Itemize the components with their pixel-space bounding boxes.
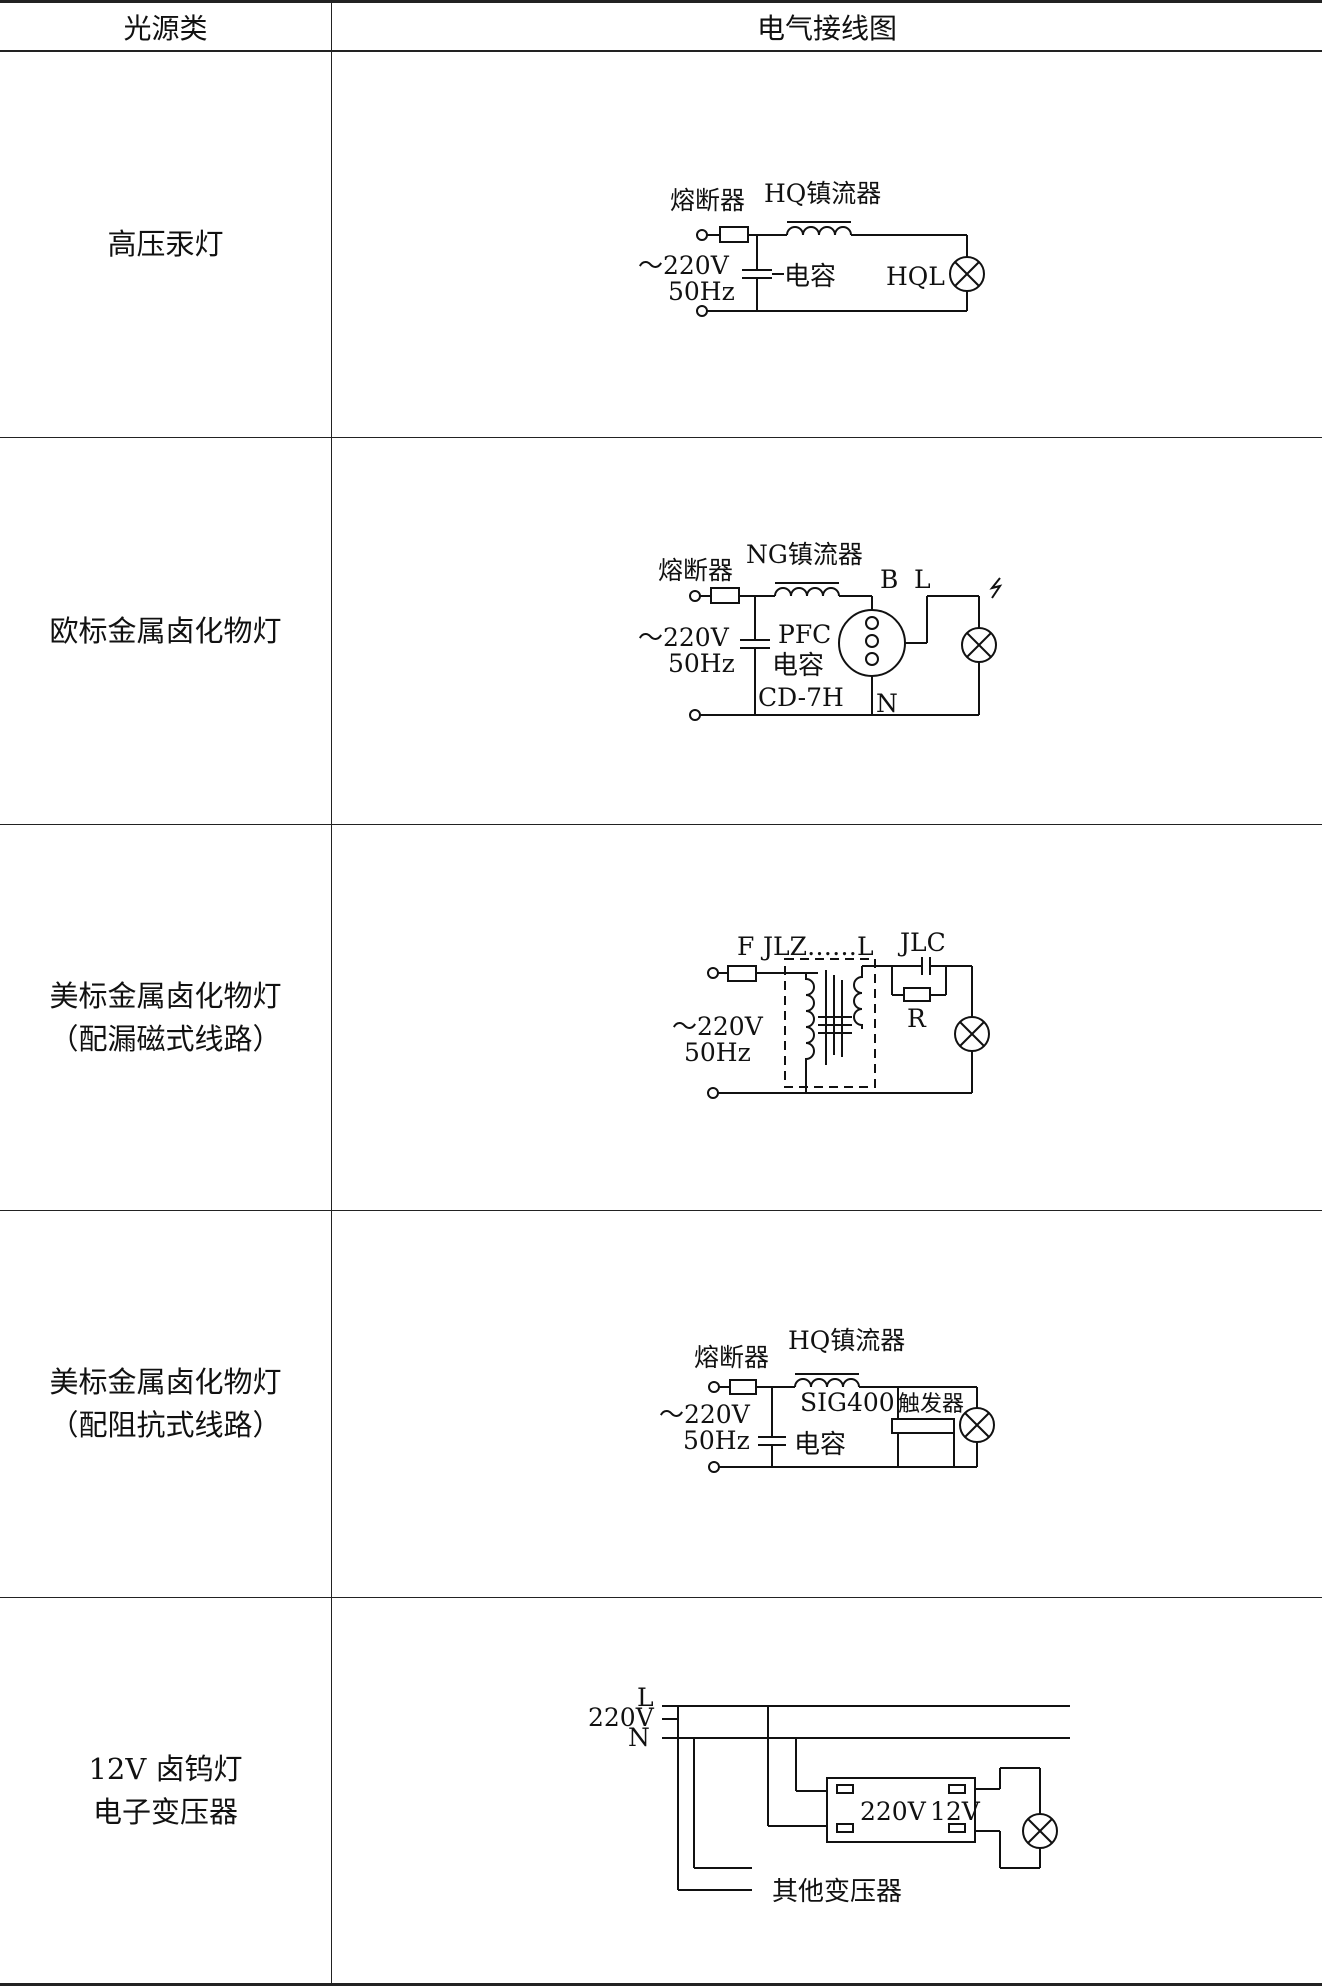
wiring-diagram-mercury: 熔断器 HQ镇流器 ～220V 50Hz 电 <box>332 52 1322 437</box>
row-divider <box>0 1597 1322 1598</box>
capacitor-label: 电容 <box>784 262 836 292</box>
resistor-label: R <box>907 1004 927 1033</box>
fuse-symbol <box>729 1379 757 1395</box>
inductor-symbol <box>786 226 852 236</box>
terminal-l <box>707 967 719 979</box>
row-divider <box>0 1210 1322 1211</box>
igniter-label: CD-7H <box>758 683 844 712</box>
jlc-label: JLC <box>897 928 946 957</box>
row-name-line2: （配阻抗式线路） <box>49 1408 282 1442</box>
terminal-n <box>689 709 701 721</box>
trigger-symbol <box>891 1418 955 1434</box>
circuit-svg: 熔断器 HQ镇流器 ～220V 50Hz 电 <box>638 179 985 317</box>
output-voltage-label: 12V <box>930 1797 981 1826</box>
row-name-line2: 电子变压器 <box>92 1794 238 1829</box>
bus-l-label: L <box>637 1683 654 1712</box>
fuse-symbol <box>719 226 749 243</box>
fuse-f-label: F <box>737 932 754 961</box>
terminal-l-label: L <box>914 565 931 594</box>
inductor-symbol <box>774 587 840 597</box>
capacitor-label: 电容 <box>794 1430 846 1460</box>
terminal-l <box>708 1381 720 1393</box>
fuse-symbol <box>710 587 740 604</box>
transformer-box <box>784 958 876 1088</box>
row-name: 12V 卤钨灯 电子变压器 <box>0 1598 331 1983</box>
bus-voltage-label: 220V <box>588 1703 655 1732</box>
fuse-symbol <box>727 965 757 982</box>
row-name-line1: 高压汞灯 <box>107 227 224 261</box>
frequency-label: 50Hz <box>683 1426 750 1455</box>
row-name-line2: （配漏磁式线路） <box>49 1021 282 1056</box>
bus-n-label: N <box>628 1723 650 1752</box>
column-divider <box>331 0 332 1986</box>
circuit-svg: 熔断器 NG镇流器 B L <box>638 540 1003 721</box>
row-name: 高压汞灯 <box>0 52 331 437</box>
voltage-label: ～220V <box>638 623 730 652</box>
frequency-label: 50Hz <box>684 1038 751 1067</box>
row-name-line1: 美标金属卤化物灯 <box>49 978 282 1013</box>
trigger-label: 触发器 <box>898 1392 964 1417</box>
spark-icon <box>989 577 1003 599</box>
circuit-svg: L 220V N 220V 12V <box>588 1683 1070 1907</box>
circuit-svg: 熔断器 HQ镇流器 ～22 <box>659 1326 995 1473</box>
fuse-label: 熔断器 <box>694 1343 769 1372</box>
sig400-label: SIG400 <box>800 1388 895 1417</box>
table-top-rule <box>0 0 1322 3</box>
inductor-symbol <box>794 1378 860 1388</box>
row-divider <box>0 824 1322 825</box>
wiring-diagram-us-impedance: 熔断器 HQ镇流器 ～22 <box>332 1211 1322 1596</box>
header-light-source: 光源类 <box>123 12 208 45</box>
row-name: 欧标金属卤化物灯 <box>0 438 331 824</box>
terminal-n <box>696 305 708 317</box>
header-wiring-diagram: 电气接线图 <box>756 12 897 45</box>
wiring-diagram-us-leakage: F JLZ……L JLC <box>332 825 1322 1210</box>
row-name-line1: 12V 卤钨灯 <box>88 1751 243 1786</box>
ballast-label: HQ镇流器 <box>788 1326 905 1355</box>
row-name-line1: 欧标金属卤化物灯 <box>49 613 282 648</box>
header-bottom-rule <box>0 50 1322 52</box>
voltage-label: ～220V <box>638 251 730 280</box>
terminal-l <box>689 590 701 602</box>
row-divider <box>0 437 1322 438</box>
other-transformer-label: 其他变压器 <box>772 1877 902 1907</box>
ballast-label: NG镇流器 <box>746 540 863 569</box>
lamp-label: HQL <box>886 262 945 291</box>
fuse-label: 熔断器 <box>658 556 733 585</box>
input-voltage-label: 220V <box>860 1797 927 1826</box>
terminal-n <box>707 1087 719 1099</box>
voltage-label: ～220V <box>672 1012 764 1041</box>
secondary-coil <box>853 973 863 1029</box>
wiring-diagram-halogen-12v: L 220V N 220V 12V <box>332 1598 1322 1983</box>
row-name-line1: 美标金属卤化物灯 <box>49 1365 282 1399</box>
capacitor-label: 电容 <box>772 651 824 681</box>
primary-coil <box>805 973 815 1069</box>
voltage-label: ～220V <box>659 1400 751 1429</box>
jlz-label: JLZ……L <box>760 932 874 961</box>
table-bottom-rule <box>0 1983 1322 1986</box>
fuse-label: 熔断器 <box>670 186 745 215</box>
terminal-l <box>696 229 708 241</box>
wiring-diagram-eu-metal-halide: 熔断器 NG镇流器 B L <box>332 438 1322 823</box>
terminal-b-label: B <box>880 565 898 594</box>
pfc-label: PFC <box>778 620 831 649</box>
terminal-n-label: N <box>876 689 898 718</box>
frequency-label: 50Hz <box>668 277 735 306</box>
row-name: 美标金属卤化物灯 （配漏磁式线路） <box>0 825 331 1210</box>
terminal-n <box>708 1461 720 1473</box>
row-name: 美标金属卤化物灯 （配阻抗式线路） <box>0 1211 331 1597</box>
frequency-label: 50Hz <box>668 649 735 678</box>
ballast-label: HQ镇流器 <box>764 179 881 208</box>
resistor-symbol <box>903 987 931 1002</box>
circuit-svg: F JLZ……L JLC <box>672 928 990 1099</box>
